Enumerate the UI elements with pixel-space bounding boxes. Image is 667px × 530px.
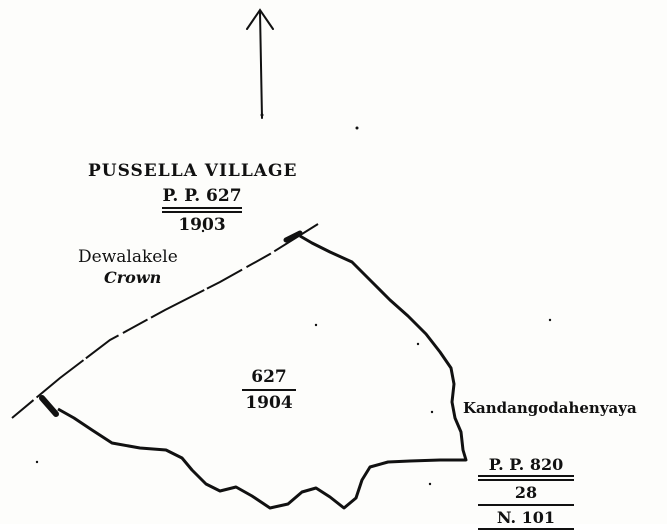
- lot-number-numerator: 627: [251, 367, 287, 387]
- map-title: PUSSELLA VILLAGE: [88, 161, 298, 181]
- lot-number-denominator: 1904: [245, 393, 293, 413]
- arrow-up-icon: [246, 8, 274, 119]
- boundary-label-dewalakele: Dewalakele: [78, 247, 178, 267]
- bottom-reference-line2: 28: [514, 483, 538, 502]
- top-reference-line2: 1903: [178, 215, 226, 235]
- hatch-mark-north: [283, 230, 303, 243]
- bottom-reference-line1: P. P. 820: [478, 455, 574, 477]
- bottom-reference-divider-1: [478, 479, 574, 481]
- lot-number-divider: [242, 389, 296, 391]
- bottom-reference: P. P. 820 28 N. 101: [478, 455, 574, 530]
- boundary-label-kandangodahenyaya: Kandangodahenyaya: [463, 399, 637, 417]
- paper-specks: [35, 113, 552, 486]
- bottom-reference-line3: N. 101: [478, 508, 574, 530]
- top-reference-line1: P. P. 627: [162, 186, 242, 209]
- bottom-reference-divider-2: [478, 504, 574, 506]
- hatch-mark-west: [39, 395, 59, 417]
- northwest-boundary-line: [11, 223, 319, 419]
- top-reference: P. P. 627 1903: [162, 186, 242, 235]
- top-reference-divider: [162, 211, 242, 213]
- parcel-boundary-line: [57, 234, 468, 510]
- lot-number: 627 1904: [242, 367, 296, 413]
- boundary-label-crown: Crown: [104, 268, 162, 287]
